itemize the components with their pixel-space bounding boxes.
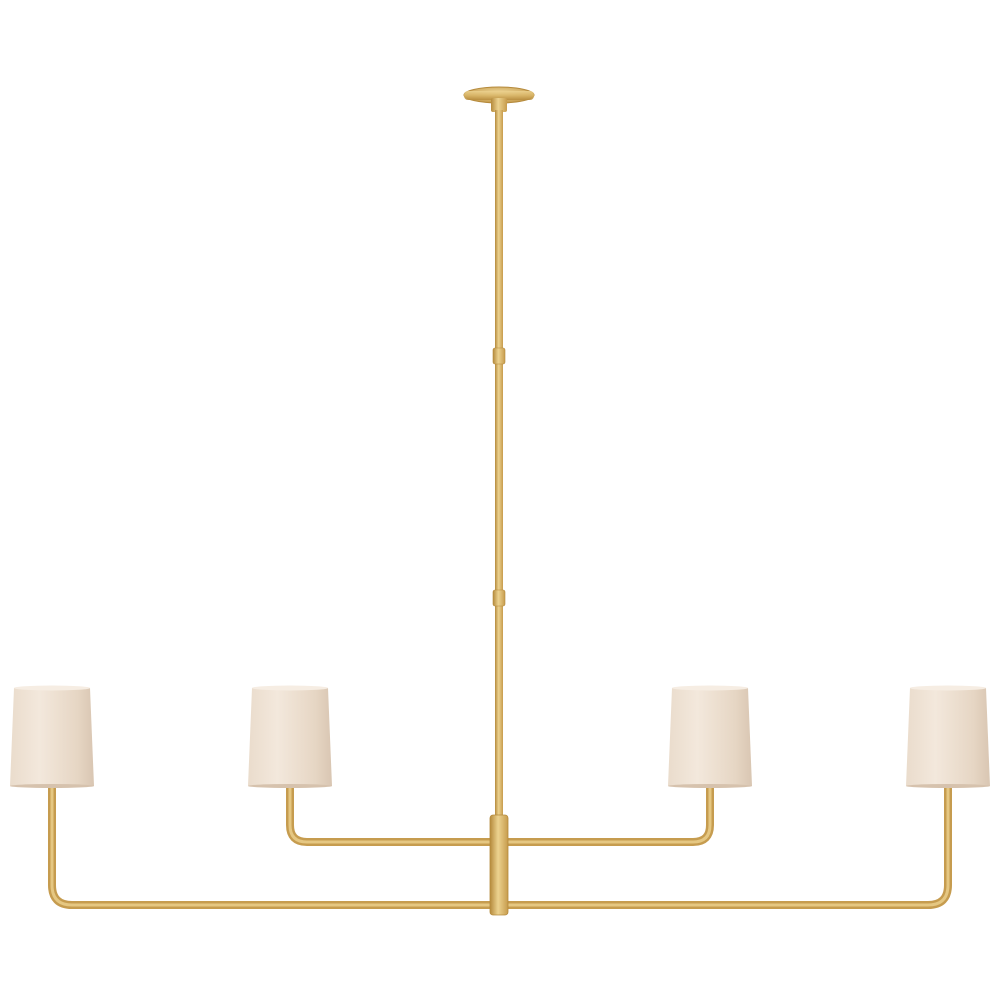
central-hub (489, 814, 509, 916)
lamp-shade-2 (248, 685, 332, 788)
ceiling-canopy (463, 86, 535, 112)
down-rod (492, 110, 506, 910)
lamp-shade-4 (906, 685, 990, 788)
lamp-shade-1 (10, 685, 94, 788)
lamp-shade-3 (668, 685, 752, 788)
